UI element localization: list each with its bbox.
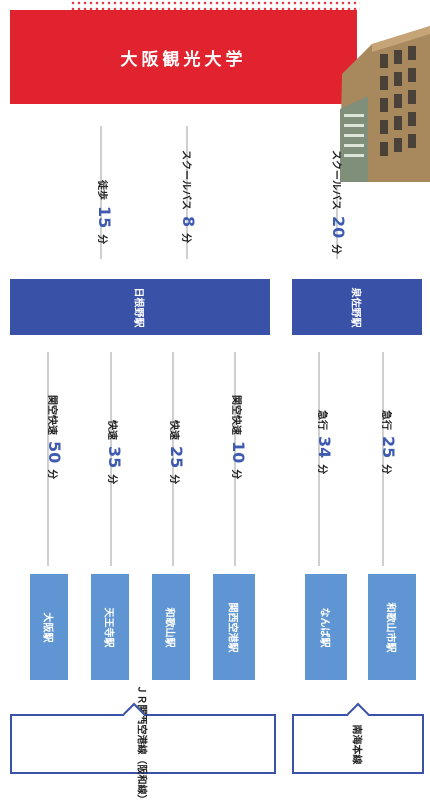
jr-route-1: 関空快速 50 分 [45, 395, 64, 479]
station-name: 日根野駅 [132, 287, 144, 327]
station-box-tennoji: 天王寺駅 [91, 574, 129, 680]
station-name: 和歌山駅 [163, 607, 175, 647]
station-bar-izumisano: 泉佐野駅 [292, 279, 422, 335]
connector-line [234, 352, 236, 566]
connector-line [318, 352, 320, 566]
station-box-wakayama: 和歌山駅 [152, 574, 190, 680]
route-time: 10 [229, 441, 248, 464]
connector-line [336, 186, 338, 259]
university-name: 大阪観光大学 [120, 49, 247, 70]
route-service: 急行 [380, 410, 391, 430]
route-service: 急行 [316, 410, 327, 430]
route-time: 25 [167, 446, 186, 469]
station-name: 大阪駅 [41, 612, 53, 642]
connector-line [382, 352, 384, 566]
station-box-kansai-airport: 関西空港駅 [213, 574, 255, 680]
connector-line [172, 352, 174, 566]
route-unit: 分 [316, 464, 327, 475]
connector-line [47, 352, 49, 566]
route-unit: 分 [230, 469, 241, 480]
route-unit: 分 [46, 469, 57, 480]
station-name: 天王寺駅 [102, 607, 114, 647]
station-name: 関西空港駅 [226, 602, 238, 652]
campus-link-unit: 分 [330, 244, 341, 255]
line-name: ＪＲ関西空港線（阪和線） [135, 684, 147, 804]
station-name: 泉佐野駅 [349, 287, 361, 327]
route-time: 34 [315, 436, 334, 459]
campus-link-mode: 徒歩 [96, 180, 107, 200]
campus-link-walk: 徒歩 15 分 [95, 180, 114, 244]
route-unit: 分 [168, 474, 179, 485]
route-unit: 分 [106, 474, 117, 485]
connector-line [110, 352, 112, 566]
route-time: 50 [45, 441, 64, 464]
university-banner: 大阪観光大学 [10, 10, 357, 104]
campus-link-time: 15 [95, 206, 114, 229]
campus-link-unit: 分 [96, 234, 107, 245]
route-time: 35 [105, 446, 124, 469]
line-name: 南海本線 [350, 724, 362, 764]
jr-route-3: 快速 25 分 [167, 420, 186, 484]
campus-link-mode: スクールバス [330, 150, 341, 210]
route-service: 快速 [168, 420, 179, 440]
dot-pattern [70, 0, 360, 12]
campus-building-image [332, 14, 430, 182]
campus-link-unit: 分 [180, 233, 191, 244]
nankai-route-1: 急行 34 分 [315, 410, 334, 474]
nankai-route-2: 急行 25 分 [379, 410, 398, 474]
connector-line [186, 126, 188, 259]
campus-link-time: 8 [179, 216, 198, 228]
route-service: 関空快速 [46, 395, 57, 435]
campus-link-mode: スクールバス [180, 150, 191, 210]
campus-link-bus-1: スクールバス 8 分 [179, 150, 198, 243]
campus-link-time: 20 [329, 216, 348, 239]
station-name: 和歌山市駅 [384, 602, 396, 652]
campus-link-bus-2: スクールバス 20 分 [329, 150, 348, 254]
station-box-namba: なんば駅 [305, 574, 347, 680]
jr-route-4: 関空快速 10 分 [229, 395, 248, 479]
route-time: 25 [379, 436, 398, 459]
line-box-jr: ＪＲ関西空港線（阪和線） [10, 684, 276, 804]
route-unit: 分 [380, 464, 391, 475]
route-service: 関空快速 [230, 395, 241, 435]
station-box-osaka: 大阪駅 [30, 574, 68, 680]
route-service: 快速 [106, 420, 117, 440]
station-box-wakayamashi: 和歌山市駅 [368, 574, 416, 680]
connector-line [100, 126, 102, 259]
station-bar-hineno: 日根野駅 [10, 279, 270, 335]
jr-route-2: 快速 35 分 [105, 420, 124, 484]
station-name: なんば駅 [318, 607, 330, 647]
